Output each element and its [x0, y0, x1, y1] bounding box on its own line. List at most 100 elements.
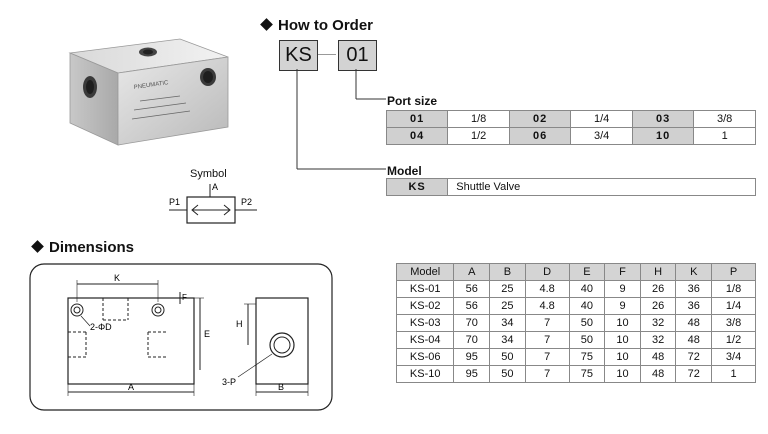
table-cell: 34 [489, 331, 526, 349]
table-cell: 34 [489, 314, 526, 332]
dimensions-heading: Dimensions [31, 239, 134, 256]
table-cell: 9 [604, 297, 641, 315]
table-cell: 70 [453, 314, 491, 332]
table-cell: 48 [675, 314, 713, 332]
dim-label-f: F [182, 293, 187, 302]
port-size-cell: 3/4 [570, 127, 633, 145]
table-cell: 48 [639, 348, 677, 366]
table-cell: 7 [524, 331, 570, 349]
table-cell: 70 [453, 331, 491, 349]
column-header: A [453, 263, 491, 281]
port-code-cell: 01 [385, 110, 449, 128]
dimensions-header-row: Model A B D E F H K P [395, 263, 756, 281]
table-cell: 56 [453, 297, 491, 315]
table-cell: 25 [489, 280, 526, 298]
how-to-order-heading: How to Order [260, 17, 373, 34]
table-cell: 50 [568, 331, 606, 349]
table-cell: 4.8 [524, 280, 570, 298]
table-cell: 40 [568, 297, 606, 315]
port-code-cell: 02 [508, 110, 572, 128]
table-cell: 4.8 [524, 297, 570, 315]
table-cell: 50 [489, 348, 526, 366]
table-cell: 48 [675, 331, 713, 349]
table-cell: KS-01 [395, 280, 455, 298]
table-cell: KS-04 [395, 331, 455, 349]
column-header: D [524, 263, 570, 281]
table-cell: 7 [524, 314, 570, 332]
diamond-bullet-icon [260, 18, 273, 31]
table-cell: 95 [453, 365, 491, 383]
table-cell: 75 [568, 348, 606, 366]
table-cell: 36 [675, 280, 713, 298]
port-size-row: 01 1/8 02 1/4 03 3/8 [385, 110, 756, 128]
dim-label-p: 3-P [222, 377, 236, 387]
dim-label-a: A [128, 382, 134, 392]
table-cell: 56 [453, 280, 491, 298]
port-size-label: Port size [387, 94, 438, 108]
table-cell: 1/4 [711, 297, 756, 315]
dim-label-d: 2-ΦD [90, 322, 112, 332]
table-cell: KS-06 [395, 348, 455, 366]
table-cell: 7 [524, 365, 570, 383]
table-cell: 25 [489, 297, 526, 315]
port-code-box: 01 [338, 40, 377, 71]
model-table: KS Shuttle Valve [385, 178, 756, 196]
table-cell: 32 [639, 331, 677, 349]
port-size-row: 04 1/2 06 3/4 10 1 [385, 127, 756, 145]
column-header: K [675, 263, 713, 281]
table-cell: 9 [604, 280, 641, 298]
column-header: B [489, 263, 526, 281]
dim-label-b: B [278, 382, 284, 392]
table-cell: 10 [604, 348, 641, 366]
table-cell: 36 [675, 297, 713, 315]
table-cell: KS-03 [395, 314, 455, 332]
dim-label-h: H [236, 319, 243, 329]
table-cell: 7 [524, 348, 570, 366]
dim-label-k: K [114, 273, 120, 283]
column-header: H [639, 263, 677, 281]
table-cell: 72 [675, 365, 713, 383]
port-code-cell: 04 [385, 127, 449, 145]
table-cell: 10 [604, 331, 641, 349]
symbol-label: Symbol [190, 168, 227, 180]
table-cell: 26 [639, 297, 677, 315]
table-cell: KS-02 [395, 297, 455, 315]
table-cell: 72 [675, 348, 713, 366]
port-size-cell: 1/4 [570, 110, 633, 128]
product-brand-label: PNEUMATIC [133, 80, 169, 91]
port-size-cell: 1 [693, 127, 756, 145]
table-cell: 26 [639, 280, 677, 298]
table-cell: 10 [604, 365, 641, 383]
table-cell: 48 [639, 365, 677, 383]
column-header: F [604, 263, 641, 281]
table-cell: 95 [453, 348, 491, 366]
dimension-drawing: K A F E 2-ΦD H 3-P B [29, 263, 333, 411]
table-cell: 50 [489, 365, 526, 383]
table-cell: 32 [639, 314, 677, 332]
symbol-port-p2-label: P2 [241, 197, 252, 207]
symbol-port-p1-label: P1 [169, 197, 180, 207]
port-size-table: 01 1/8 02 1/4 03 3/8 04 1/2 06 3/4 10 1 [385, 110, 756, 145]
port-code-cell: 03 [631, 110, 695, 128]
table-cell: 1/8 [711, 280, 756, 298]
column-header: P [711, 263, 756, 281]
port-code-cell: 06 [508, 127, 572, 145]
port-size-cell: 3/8 [693, 110, 756, 128]
order-connector-lines [296, 54, 386, 170]
table-cell: KS-10 [395, 365, 455, 383]
table-cell: 40 [568, 280, 606, 298]
table-cell: 75 [568, 365, 606, 383]
table-cell: 10 [604, 314, 641, 332]
port-size-cell: 1/8 [447, 110, 510, 128]
shuttle-valve-symbol: A P1 P2 [169, 182, 257, 224]
column-header: E [568, 263, 606, 281]
diamond-bullet-icon [31, 240, 44, 253]
table-cell: 3/8 [711, 314, 756, 332]
